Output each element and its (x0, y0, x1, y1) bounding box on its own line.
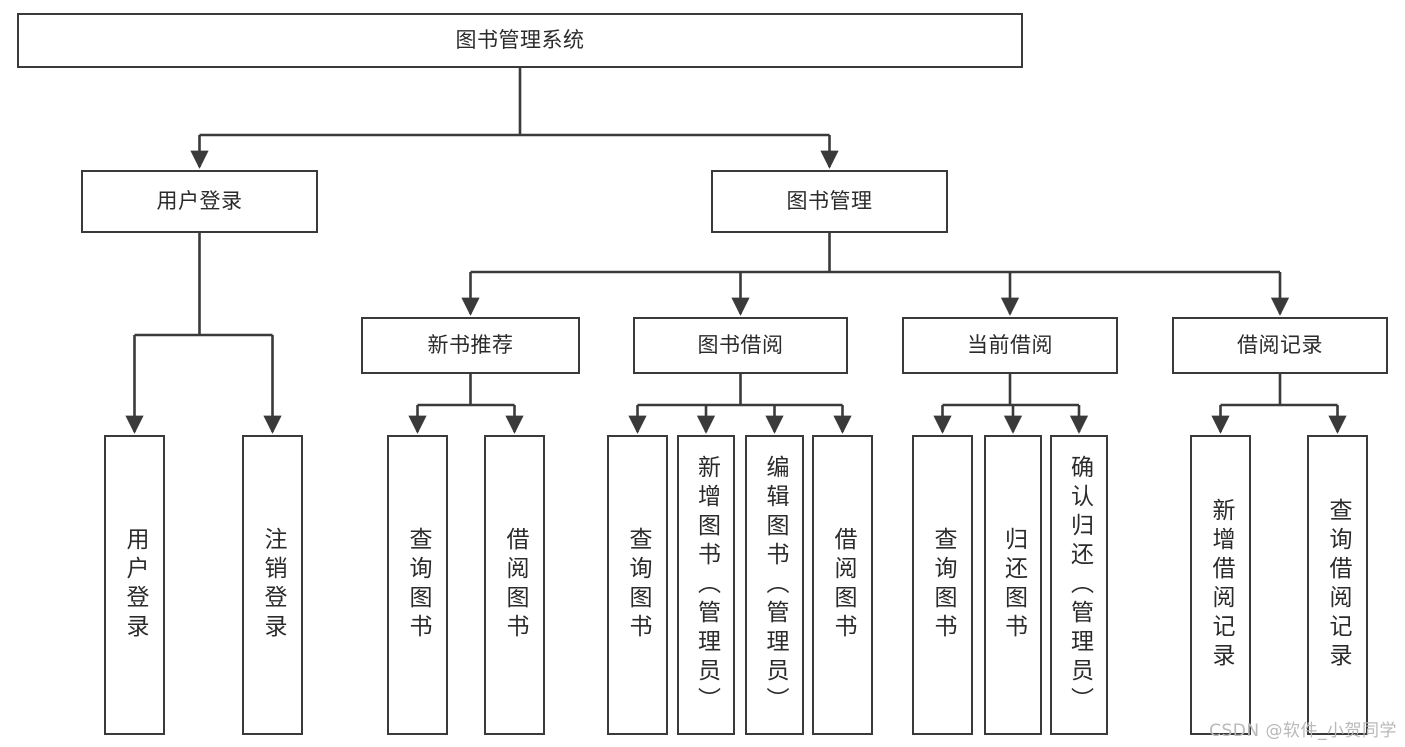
node-current-borrow[interactable]: 当前借阅 (902, 317, 1118, 374)
node-leaf-borrow-book-2[interactable]: 借阅图书 (812, 435, 873, 735)
node-borrow-record[interactable]: 借阅记录 (1172, 317, 1388, 374)
node-label-book-manage: 图书管理 (786, 189, 873, 214)
node-book-manage[interactable]: 图书管理 (711, 170, 948, 233)
node-leaf-user-login[interactable]: 用户登录 (104, 435, 165, 735)
node-root[interactable]: 图书管理系统 (17, 13, 1023, 68)
node-label-leaf-borrow-book-1: 借阅图书 (502, 527, 528, 643)
node-label-borrow-record: 借阅记录 (1237, 333, 1323, 358)
node-leaf-user-logout[interactable]: 注销登录 (242, 435, 303, 735)
csdn-watermark: CSDN @软件_小贺同学 (1209, 721, 1397, 741)
node-leaf-edit-book[interactable]: 编辑图书（管理员） (745, 435, 804, 735)
node-new-book-rec[interactable]: 新书推荐 (361, 317, 580, 374)
node-label-user-login: 用户登录 (156, 189, 243, 214)
node-leaf-query-book-2[interactable]: 查询图书 (607, 435, 668, 735)
node-label-leaf-user-logout: 注销登录 (260, 527, 286, 643)
node-leaf-add-book[interactable]: 新增图书（管理员） (677, 435, 735, 735)
node-leaf-add-record[interactable]: 新增借阅记录 (1190, 435, 1251, 735)
node-label-leaf-query-book-1: 查询图书 (405, 527, 431, 643)
node-label-leaf-add-book: 新增图书（管理员） (693, 454, 720, 716)
node-user-login[interactable]: 用户登录 (81, 170, 318, 233)
node-label-leaf-query-record: 查询借阅记录 (1325, 498, 1351, 672)
node-label-new-book-rec: 新书推荐 (427, 333, 514, 358)
node-leaf-confirm-ret[interactable]: 确认归还（管理员） (1050, 435, 1108, 735)
node-label-book-borrow: 图书借阅 (697, 333, 784, 358)
node-label-leaf-query-book-3: 查询图书 (930, 527, 956, 643)
node-label-leaf-return-book: 归还图书 (1000, 527, 1027, 643)
node-leaf-query-record[interactable]: 查询借阅记录 (1307, 435, 1368, 735)
node-label-leaf-query-book-2: 查询图书 (625, 527, 651, 643)
node-label-leaf-confirm-ret: 确认归还（管理员） (1066, 454, 1093, 716)
node-leaf-query-book-3[interactable]: 查询图书 (912, 435, 973, 735)
node-leaf-return-book[interactable]: 归还图书 (984, 435, 1042, 735)
node-leaf-query-book-1[interactable]: 查询图书 (387, 435, 448, 735)
node-label-leaf-user-login: 用户登录 (122, 527, 148, 643)
node-label-leaf-borrow-book-2: 借阅图书 (830, 527, 856, 643)
node-label-leaf-add-record: 新增借阅记录 (1208, 498, 1234, 672)
node-book-borrow[interactable]: 图书借阅 (633, 317, 848, 374)
node-label-root: 图书管理系统 (455, 28, 585, 53)
node-label-current-borrow: 当前借阅 (967, 333, 1053, 358)
node-leaf-borrow-book-1[interactable]: 借阅图书 (484, 435, 545, 735)
node-label-leaf-edit-book: 编辑图书（管理员） (762, 454, 788, 716)
